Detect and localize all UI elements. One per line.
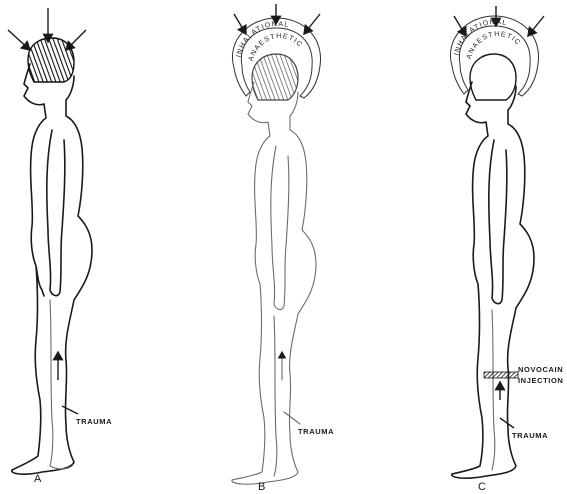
back-leg	[274, 316, 277, 476]
arrow-icon	[528, 16, 544, 36]
trauma-label: TRAUMA	[298, 427, 334, 436]
arm-outline	[271, 146, 289, 310]
brain-region-hatched	[28, 38, 74, 82]
trauma-label: TRAUMA	[512, 431, 548, 440]
arm-outline	[489, 140, 507, 304]
trauma-leader	[62, 406, 78, 414]
arrow-icon	[234, 14, 246, 34]
panel-b: INHALATIONAL ANAESTHETIC TRAUMA B	[232, 4, 334, 493]
panel-letter: A	[34, 473, 42, 485]
arm-outline	[47, 130, 65, 296]
injection-label-1: NOVOCAIN	[518, 365, 563, 374]
trauma-leader	[284, 412, 300, 424]
injection-band	[484, 372, 518, 378]
panel-letter: C	[478, 481, 486, 493]
brain-region-outline	[470, 54, 516, 100]
panel-c: INHALATIONAL ANAESTHETIC NOVOCAIN INJECT…	[450, 6, 563, 493]
panel-a: TRAUMA A	[8, 8, 112, 485]
back-leg	[492, 310, 495, 470]
arrow-icon	[304, 14, 320, 34]
injection-label-2: INJECTION	[518, 376, 563, 385]
arrow-icon	[8, 30, 30, 50]
anaesthetic-label-2: ANAESTHETIC	[466, 31, 522, 60]
brain-region-hatched	[252, 54, 298, 100]
anaesthetic-halo	[450, 16, 538, 96]
panel-letter: B	[258, 481, 265, 493]
trauma-label: TRAUMA	[76, 417, 112, 426]
